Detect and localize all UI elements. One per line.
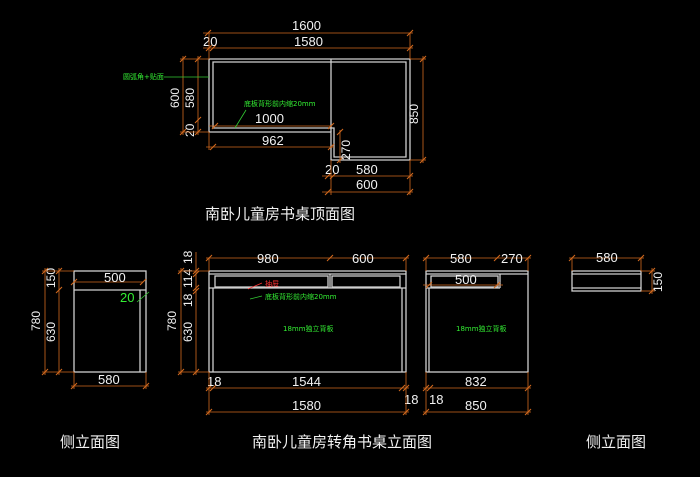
dim-600-left: 600 <box>168 88 182 108</box>
dim-20-left: 20 <box>183 123 197 137</box>
top-view: 1600 20 1580 600 580 20 圆弧角+贴面 1000 底板背形… <box>123 18 427 223</box>
front-outline <box>208 270 407 373</box>
side-left-outline <box>73 270 147 373</box>
front-dim-600: 600 <box>352 251 374 266</box>
side-right-dim-580: 580 <box>596 250 618 265</box>
corner-note-back-panel: 18mm独立背板 <box>456 324 507 333</box>
front-dim-18-mid: 18 <box>181 293 195 307</box>
side-elevation-left: 500 780 150 630 20 580 侧立面图 <box>29 267 150 451</box>
desk-top-inner <box>212 61 407 158</box>
title-side-left: 侧立面图 <box>60 433 120 451</box>
dim-850: 850 <box>407 104 421 124</box>
dim-1000: 1000 <box>255 111 284 126</box>
front-note-back-panel: 18mm独立背板 <box>283 324 334 333</box>
corner-dim-18: 18 <box>429 392 443 407</box>
desk-top-outline <box>208 58 411 161</box>
dim-20-bottom: 20 <box>325 162 339 177</box>
front-dim-1544: 1544 <box>292 374 321 389</box>
front-dim-980: 980 <box>257 251 279 266</box>
side-left-dim-500: 500 <box>104 270 126 285</box>
side-left-dim-150: 150 <box>44 268 58 288</box>
side-left-dim-630: 630 <box>44 322 58 342</box>
side-left-dim-780: 780 <box>29 311 43 331</box>
corner-dim-500: 500 <box>455 272 477 287</box>
corner-dim-270: 270 <box>501 251 523 266</box>
front-dim-18-right: 18 <box>404 392 418 407</box>
corner-elevation: 580 270 500 18mm独立背板 18 832 850 <box>422 251 532 416</box>
side-right-outline <box>571 270 642 292</box>
front-elevation: 980 600 780 18 114 18 630 抽屉 底板背形前内缩20mm… <box>165 250 432 451</box>
front-dim-114: 114 <box>181 269 195 288</box>
front-dim-18-left: 18 <box>207 374 221 389</box>
dim-270-step: 270 <box>339 140 353 160</box>
corner-dim-580: 580 <box>450 251 472 266</box>
side-elevation-right: 580 150 侧立面图 <box>568 250 665 451</box>
side-left-dim-580: 580 <box>98 372 120 387</box>
corner-outline <box>425 270 529 373</box>
front-dim-1580: 1580 <box>292 398 321 413</box>
front-note-shelf: 底板背形前内缩20mm <box>265 292 337 301</box>
corner-dim-850: 850 <box>465 398 487 413</box>
title-front: 南卧儿童房转角书桌立面图 <box>252 433 432 451</box>
side-left-dim-20: 20 <box>120 290 134 305</box>
dim-580-left: 580 <box>183 88 197 108</box>
dim-962: 962 <box>262 133 284 148</box>
note-shelf-top: 底板背形前内缩20mm <box>244 99 316 108</box>
corner-dim-832: 832 <box>465 374 487 389</box>
title-top-view: 南卧儿童房书桌顶面图 <box>205 205 355 223</box>
side-right-dim-150: 150 <box>651 272 665 292</box>
dim-1580: 1580 <box>294 34 323 49</box>
front-note-drawer: 抽屉 <box>265 279 279 288</box>
title-side-right: 侧立面图 <box>586 433 646 451</box>
dim-600-bottom: 600 <box>356 177 378 192</box>
front-dim-630: 630 <box>181 322 195 342</box>
front-dim-780: 780 <box>165 311 179 331</box>
dim-20-top: 20 <box>203 34 217 49</box>
dim-580-bottom: 580 <box>356 162 378 177</box>
note-edge: 圆弧角+贴面 <box>123 72 164 81</box>
dim-1600: 1600 <box>292 18 321 33</box>
front-dim-18-top: 18 <box>181 250 195 264</box>
